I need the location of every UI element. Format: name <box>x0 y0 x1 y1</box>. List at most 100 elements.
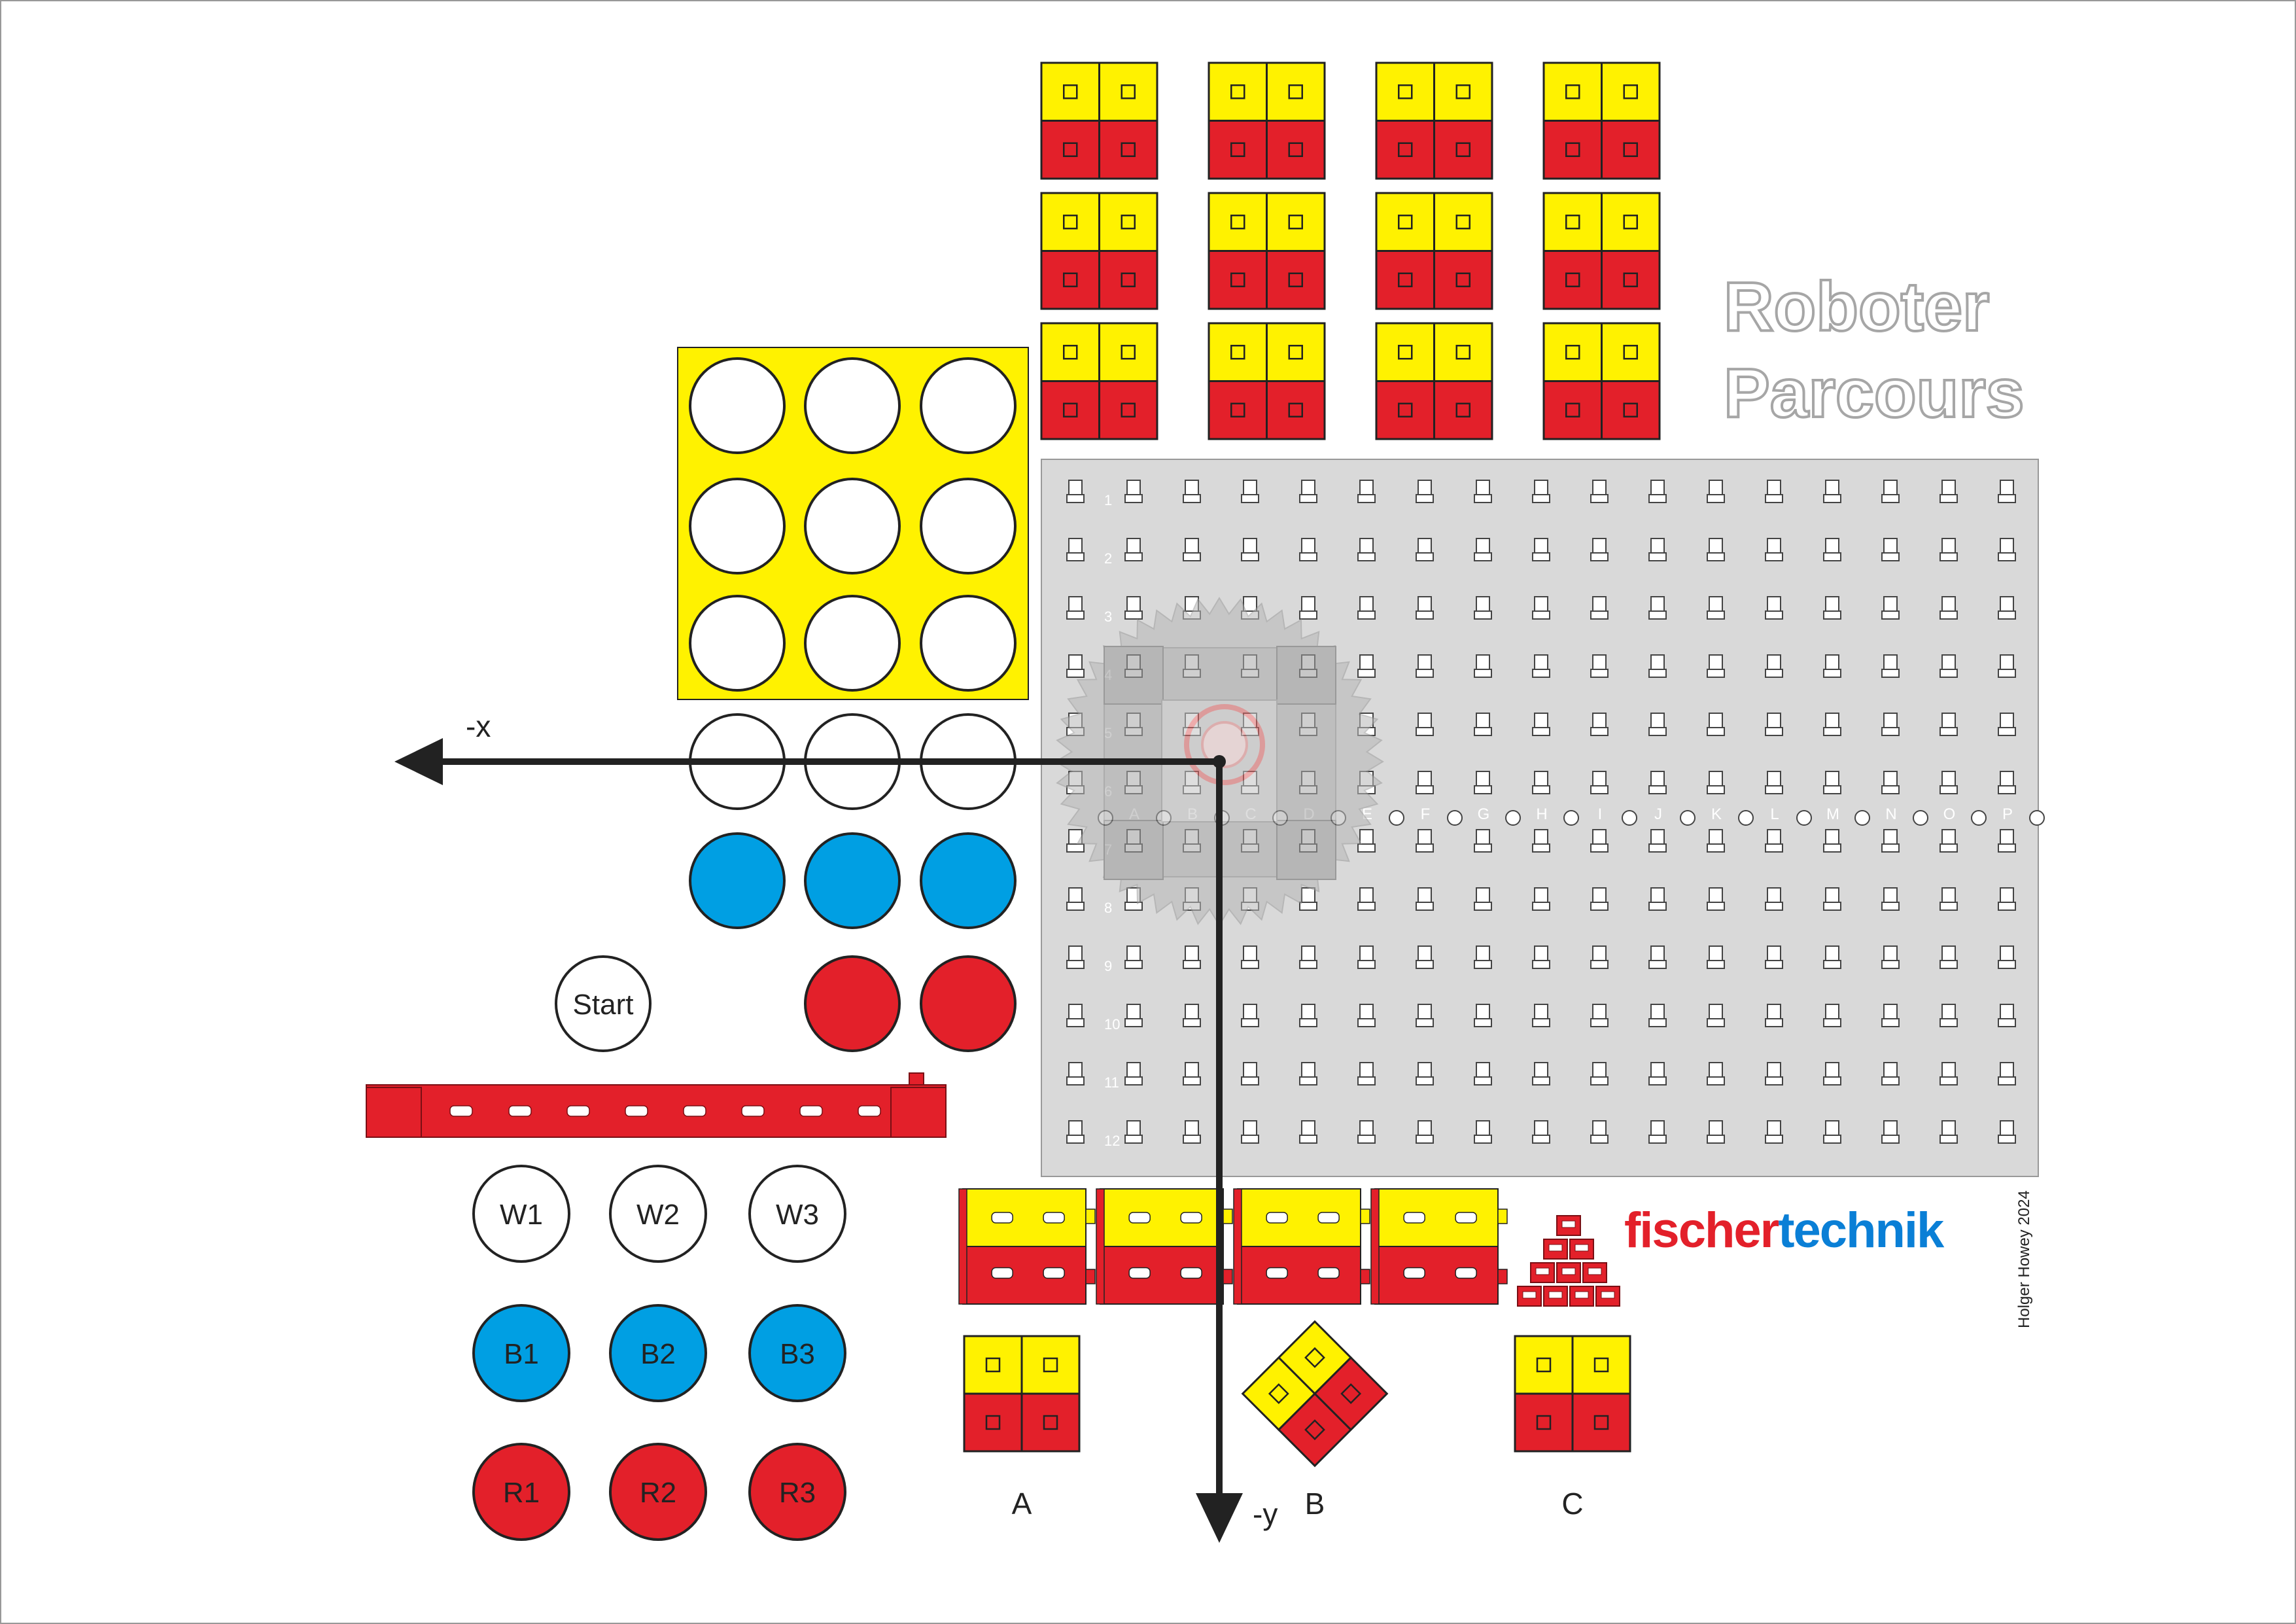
peg-top <box>1534 945 1548 961</box>
peg-top <box>1941 887 1956 903</box>
brick-stud <box>1121 345 1136 360</box>
peg-top <box>1068 654 1083 670</box>
peg-top <box>1534 887 1548 903</box>
peg-top <box>1185 1120 1199 1136</box>
peg-top <box>1825 829 1839 845</box>
wide-brick-hole <box>1455 1212 1477 1224</box>
row-label: 8 <box>1104 900 1112 916</box>
peg-base <box>1823 785 1841 794</box>
column-label: O <box>1943 805 1956 823</box>
brick-stud <box>1623 215 1638 230</box>
board-peg <box>1707 887 1725 911</box>
peg-top <box>1359 887 1374 903</box>
peg-top <box>1418 713 1432 728</box>
board-peg <box>1881 829 1900 853</box>
robot-red-ring-inner <box>1201 721 1248 768</box>
peg-base <box>1765 610 1783 620</box>
hole-marker <box>1971 810 1987 826</box>
column-label: M <box>1826 805 1839 823</box>
peg-top <box>1650 1062 1665 1078</box>
peg-base <box>1357 1076 1376 1086</box>
token-circle <box>748 1443 846 1541</box>
peg-top <box>1418 829 1432 845</box>
brick-stud <box>1593 1357 1609 1373</box>
brick-stud <box>1398 84 1413 99</box>
board-peg <box>1416 480 1434 503</box>
hole-marker <box>1796 810 1812 826</box>
peg-top <box>1418 596 1432 612</box>
token-label: B3 <box>780 1338 815 1370</box>
peg-top <box>1650 771 1665 786</box>
peg-base <box>1648 727 1667 736</box>
peg-base <box>1765 843 1783 853</box>
board-peg <box>1823 829 1841 853</box>
peg-top <box>1709 480 1723 495</box>
peg-base <box>1939 785 1958 794</box>
wide-brick-nub <box>1223 1209 1233 1224</box>
board-peg <box>1823 538 1841 561</box>
board-peg <box>1066 945 1085 969</box>
peg-base <box>1590 669 1609 678</box>
board-peg <box>1590 1004 1609 1027</box>
board-peg <box>1357 1004 1376 1027</box>
board-peg <box>1590 1062 1609 1086</box>
tray-slot-white <box>804 478 901 574</box>
brand-part1: fischer <box>1624 1203 1779 1258</box>
token-circle <box>472 1443 570 1541</box>
title-line1: Roboter <box>1724 268 1989 345</box>
peg-base <box>1066 843 1085 853</box>
brick-stud <box>1288 345 1303 360</box>
rail-hole <box>625 1105 648 1117</box>
wide-brick-nub <box>1085 1269 1096 1284</box>
peg-top <box>1592 480 1607 495</box>
brick-stud <box>1121 402 1136 417</box>
peg-base <box>1532 785 1550 794</box>
brick-stud <box>1304 1419 1325 1441</box>
board-peg <box>1707 654 1725 678</box>
peg-base <box>1823 552 1841 561</box>
peg-base <box>1357 902 1376 911</box>
rail-tab <box>909 1072 924 1086</box>
board-peg <box>1765 596 1783 620</box>
peg-top <box>1941 1004 1956 1019</box>
peg-base <box>1124 1135 1143 1144</box>
board-peg <box>1823 480 1841 503</box>
board-peg <box>1532 1120 1550 1144</box>
target-label: A <box>1012 1487 1032 1521</box>
pyramid-brick <box>1517 1286 1542 1307</box>
peg-base <box>1241 494 1259 503</box>
token-w3: W3 <box>748 1165 846 1263</box>
wide-brick-hole <box>991 1212 1013 1224</box>
peg-top <box>2000 1004 2014 1019</box>
brick-stack <box>1375 192 1493 310</box>
pyramid-brick-hole <box>1561 1220 1576 1228</box>
pyramid-brick <box>1530 1262 1555 1283</box>
baseplate-board: 123456789101112ABCDEFGHIJKLMNOPQ <box>1041 459 2072 1177</box>
board-peg <box>1474 480 1492 503</box>
peg-top <box>1126 945 1141 961</box>
board-peg <box>1416 945 1434 969</box>
peg-top <box>1650 654 1665 670</box>
peg-top <box>1185 480 1199 495</box>
column-label: L <box>1770 805 1779 823</box>
peg-top <box>1359 1120 1374 1136</box>
peg-base <box>1474 843 1492 853</box>
board-peg <box>1357 887 1376 911</box>
board-peg <box>1707 1004 1725 1027</box>
board-peg <box>1124 1062 1143 1086</box>
board-peg <box>1416 887 1434 911</box>
peg-base <box>1998 960 2016 969</box>
brick-stud <box>985 1415 1001 1430</box>
brick-stud <box>1063 142 1078 157</box>
peg-base <box>1707 494 1725 503</box>
brick-stud <box>1043 1357 1058 1373</box>
peg-base <box>1707 610 1725 620</box>
wide-brick-nub <box>1360 1269 1370 1284</box>
brick-stud <box>1455 215 1470 230</box>
peg-top <box>1767 771 1781 786</box>
robot-red-ring <box>1184 704 1265 785</box>
tray-slot-white <box>689 595 786 692</box>
brick-stud <box>1121 84 1136 99</box>
peg-base <box>1939 843 1958 853</box>
